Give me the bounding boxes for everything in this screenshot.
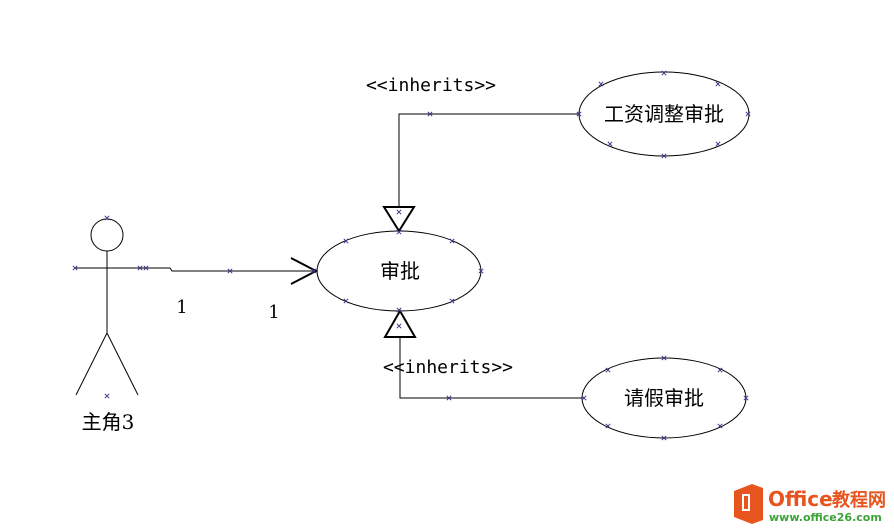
actor-main[interactable]: 主角3 [75, 218, 140, 434]
selection-handle [227, 268, 233, 274]
selection-handle [605, 423, 611, 429]
selection-handle [715, 81, 721, 87]
selection-handle [661, 355, 667, 361]
selection-handle [104, 393, 110, 399]
watermark-logo: Office 教程网 www.office26.com [734, 484, 886, 524]
selection-handle [607, 141, 613, 147]
selection-handle [343, 298, 349, 304]
selection-handle [137, 265, 143, 271]
selection-handle [396, 229, 402, 235]
selection-handle [661, 153, 667, 159]
selection-handle [581, 395, 587, 401]
generalization-lower-path [399, 337, 582, 399]
use-case-leave[interactable]: 请假审批 [581, 357, 747, 439]
selection-handle [396, 307, 402, 313]
selection-handle [661, 70, 667, 76]
association-path [140, 267, 316, 272]
use-case-salary-adjustment-label: 工资调整审批 [604, 102, 724, 126]
generalization-upper[interactable]: <<inherits>> [366, 75, 579, 233]
use-case-approval-label: 审批 [380, 259, 420, 283]
use-case-salary-adjustment[interactable]: 工资调整审批 [578, 71, 750, 157]
selection-handle [576, 111, 582, 117]
generalization-upper-triangle [382, 206, 416, 233]
selection-handle [446, 395, 452, 401]
selection-handle [715, 141, 721, 147]
selection-handle [427, 111, 433, 117]
generalization-lower-triangle [383, 308, 417, 338]
generalization-lower-stereotype: <<inherits>> [383, 357, 513, 378]
association-arrowhead [290, 257, 319, 285]
generalization-lower[interactable]: <<inherits>> [383, 308, 582, 399]
selection-handles [72, 70, 751, 441]
selection-handle [396, 323, 402, 329]
selection-handle [343, 238, 349, 244]
multiplicity-usecase-end: 1 [268, 302, 279, 323]
selection-handle [745, 111, 751, 117]
selection-handle [104, 215, 110, 221]
generalization-upper-path [398, 113, 579, 207]
selection-handle [449, 298, 455, 304]
selection-handle [396, 209, 402, 215]
watermark-brand-main: Office [768, 487, 833, 511]
multiplicity-actor-end: 1 [176, 297, 187, 318]
association-line[interactable]: 1 1 [140, 257, 319, 323]
selection-handle [717, 367, 723, 373]
selection-handle [717, 423, 723, 429]
actor-left-leg [75, 332, 108, 396]
selection-handle [143, 265, 149, 271]
generalization-upper-stereotype: <<inherits>> [366, 75, 496, 96]
use-case-leave-label: 请假审批 [624, 386, 704, 410]
selection-handle [478, 268, 484, 274]
selection-handle [72, 265, 78, 271]
selection-handle [743, 395, 749, 401]
actor-name: 主角3 [82, 410, 135, 434]
watermark-brand-suffix: 教程网 [832, 489, 886, 511]
selection-handle [449, 238, 455, 244]
selection-handle [598, 81, 604, 87]
selection-handle [661, 435, 667, 441]
actor-right-leg [106, 332, 139, 396]
office-logo-icon [734, 484, 763, 524]
selection-handle [605, 367, 611, 373]
watermark-url: www.office26.com [769, 511, 882, 524]
selection-handle [311, 268, 317, 274]
use-case-approval[interactable]: 审批 [316, 230, 482, 312]
actor-head [90, 218, 124, 252]
